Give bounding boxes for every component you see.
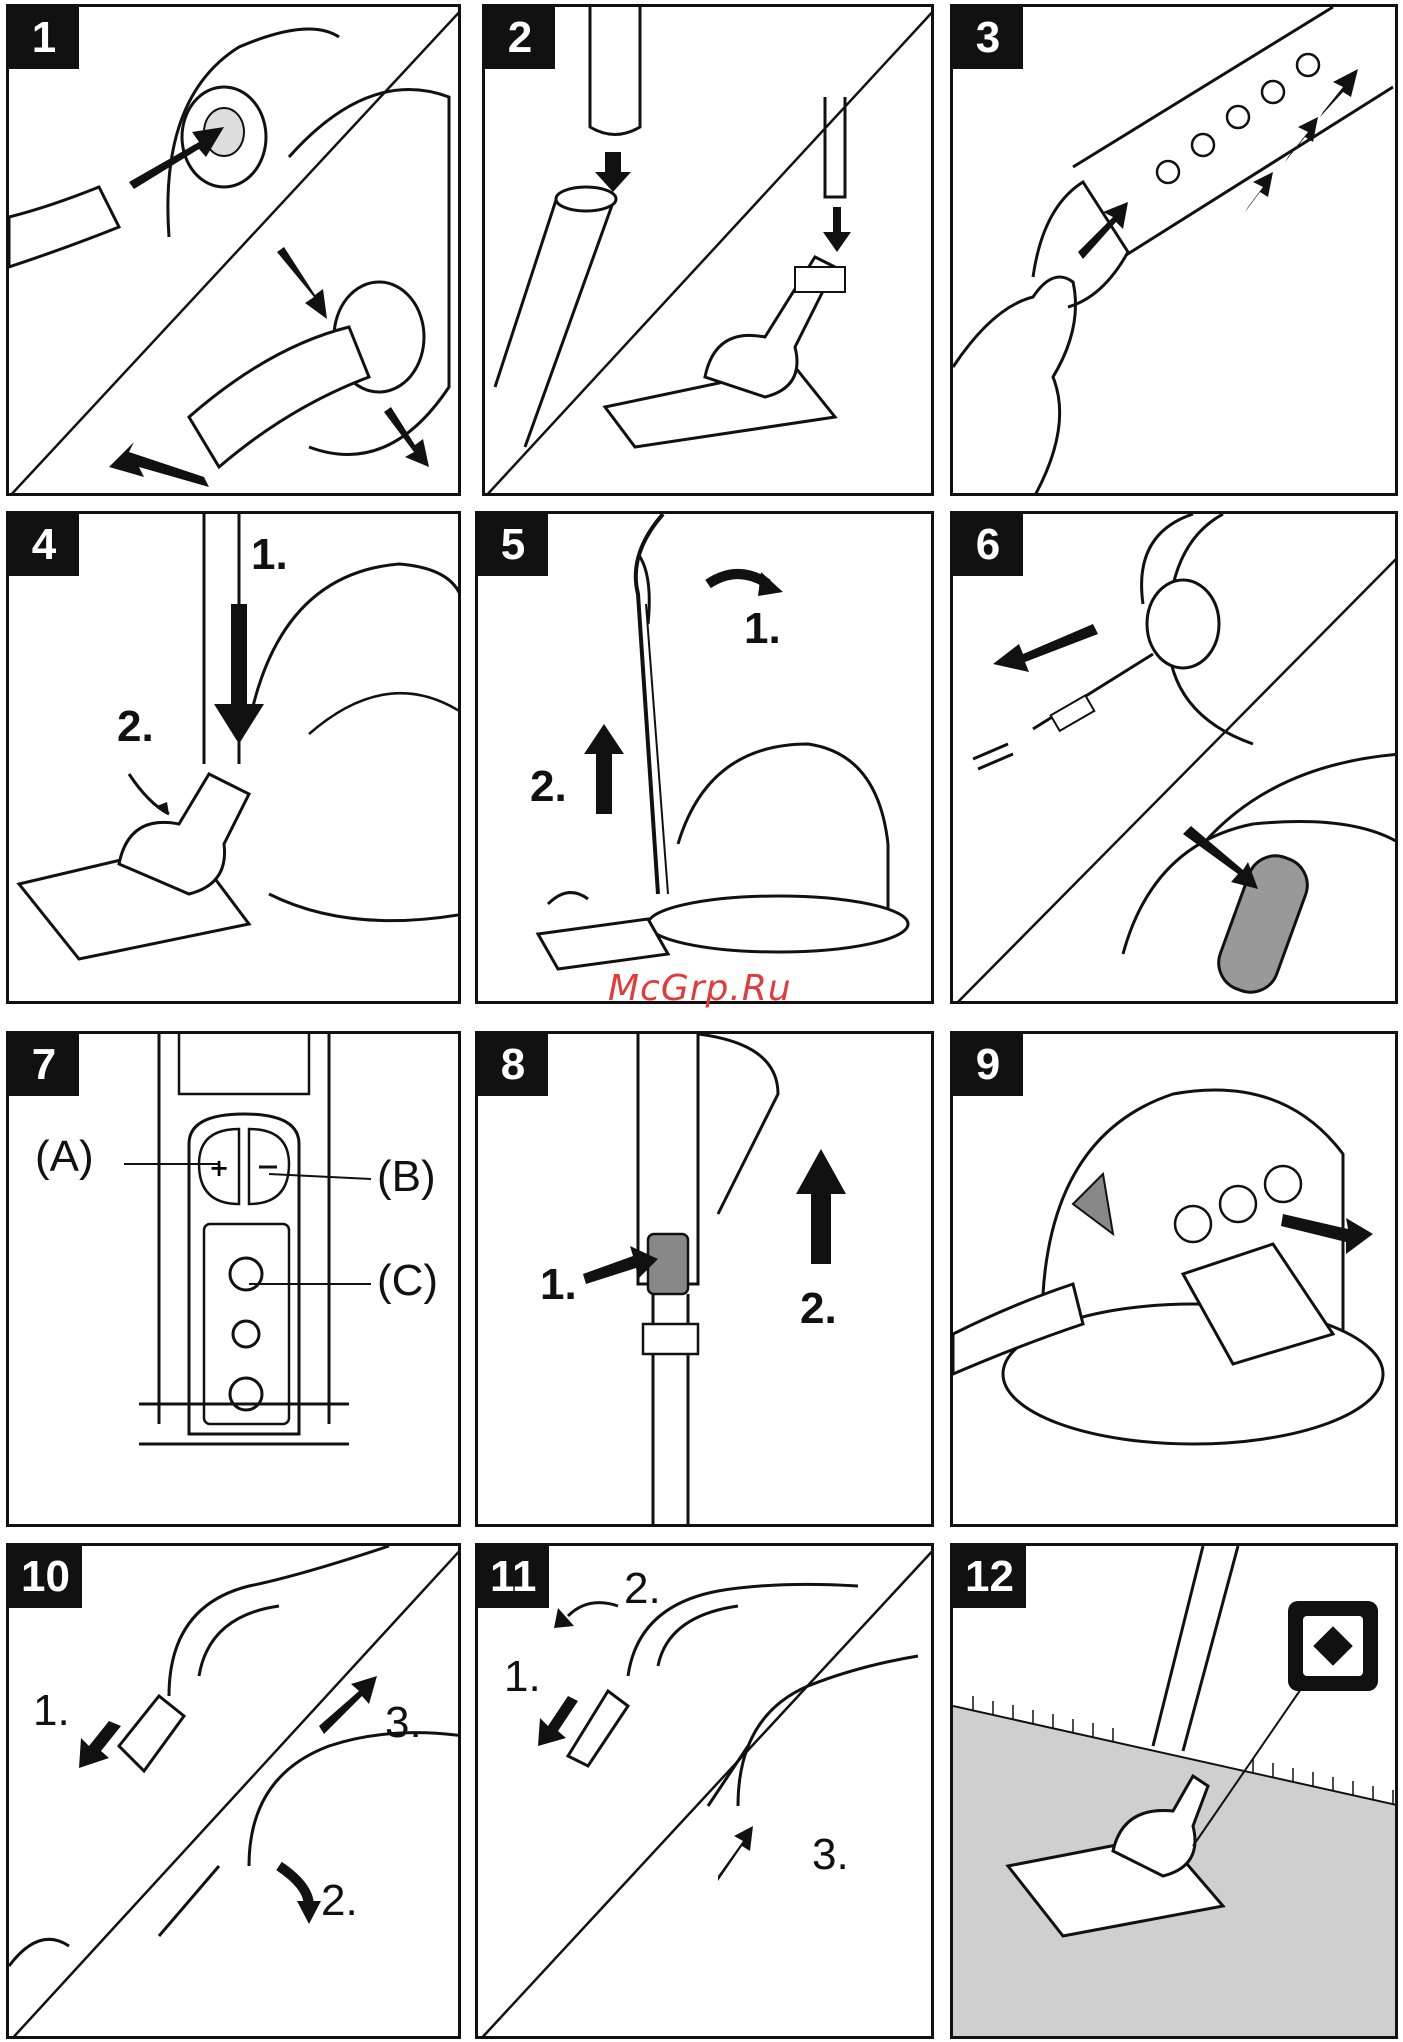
panel-2: 2 <box>482 4 934 496</box>
panel-10: 10 1. 2. 3. <box>6 1543 461 2039</box>
svg-text:+: + <box>209 1154 229 1182</box>
panel-4: 4 1. 2. <box>6 511 461 1004</box>
illustration-hose-connect <box>9 7 461 496</box>
panel-6: 6 <box>950 511 1398 1004</box>
panel-7: 7 (A) (B) (C) + <box>6 1031 461 1527</box>
illustration-release-handle <box>478 1034 934 1527</box>
illustration-plug-power <box>953 514 1398 1004</box>
illustration-dust-container <box>953 1034 1398 1527</box>
illustration-tube-nozzle <box>485 7 934 496</box>
panel-1: 1 <box>6 4 461 496</box>
panel-3: 3 <box>950 4 1398 496</box>
panel-12: 12 <box>950 1543 1398 2039</box>
illustration-park-position <box>478 514 934 1004</box>
illustration-attach-nozzle <box>9 514 461 1004</box>
watermark: McGrp.Ru <box>608 968 792 1009</box>
panel-9: 9 <box>950 1031 1398 1527</box>
illustration-accessory-2 <box>478 1546 934 2039</box>
panel-5: 5 1. 2. <box>475 511 934 1004</box>
illustration-telescopic-tube <box>953 7 1398 496</box>
illustration-handle-controls: + <box>9 1034 461 1527</box>
illustration-floor-nozzle <box>953 1546 1398 2039</box>
illustration-accessory-1 <box>9 1546 461 2039</box>
panel-8: 8 1. 2. <box>475 1031 934 1527</box>
panel-11: 11 1. 2. 3. <box>475 1543 934 2039</box>
